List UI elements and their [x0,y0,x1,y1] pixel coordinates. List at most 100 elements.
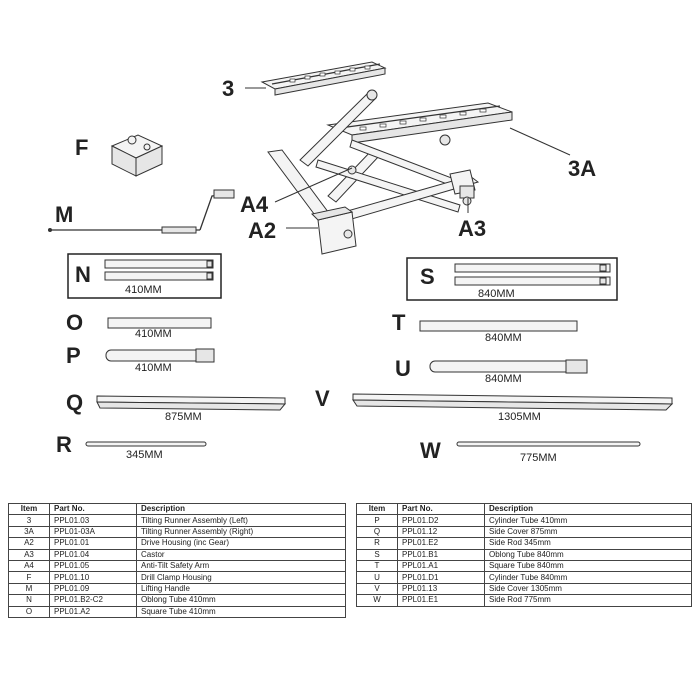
table-header-row: Item Part No. Description [8,502,346,516]
lift-assembly [260,61,513,255]
cell-description: Tilting Runner Assembly (Left) [136,514,346,527]
cell-item: 3A [8,525,50,539]
cell-description: Tilting Runner Assembly (Right) [136,525,346,539]
square-tube-410 [107,317,212,329]
dim-r: 345MM [126,449,163,461]
cell-item: R [356,537,398,550]
cell-part-no: PPL01.D2 [397,514,485,527]
lifting-handle [48,189,235,234]
cell-description: Oblong Tube 840mm [484,548,692,561]
cell-item: A4 [8,559,50,573]
dim-q: 875MM [165,411,202,423]
cell-item: T [356,559,398,573]
leader-lines [245,87,571,229]
label-t: T [392,310,406,335]
header-description: Description [136,502,346,516]
cell-part-no: PPL01.D1 [397,571,485,584]
header-part-no: Part No. [397,502,485,516]
cell-part-no: PPL01.01 [49,537,137,550]
cell-part-no: PPL01.09 [49,582,137,596]
cell-description: Drill Clamp Housing [136,571,346,584]
side-rod-345 [85,441,207,447]
cell-part-no: PPL01.10 [49,571,137,584]
cell-item: Q [356,525,398,539]
cell-item: A2 [8,537,50,550]
box-n [67,253,222,299]
cell-description: Side Rod 345mm [484,537,692,550]
drive-housing [310,206,357,255]
square-tube-840 [419,320,578,332]
label-r: R [56,432,72,457]
side-cover-1305 [352,393,674,411]
cell-description: Square Tube 410mm [136,605,346,618]
dim-n: 410MM [125,284,162,296]
cell-part-no: PPL01.05 [49,559,137,573]
label-a2: A2 [248,218,276,243]
header-description: Description [484,502,692,516]
castor [459,185,475,206]
cylinder-tube-410 [105,348,215,363]
oblong-tube-840 [454,263,611,286]
oblong-tube-410 [104,259,214,281]
cell-part-no: PPL01.A1 [397,559,485,573]
cell-item: P [356,514,398,527]
label-s: S [420,264,435,289]
cell-part-no: PPL01-03A [49,525,137,539]
cell-item: A3 [8,548,50,561]
label-w: W [420,438,441,463]
label-3: 3 [222,76,234,101]
cell-part-no: PPL01.E2 [397,537,485,550]
header-part-no: Part No. [49,502,137,516]
label-f: F [75,135,88,160]
label-m: M [55,202,73,227]
cell-description: Castor [136,548,346,561]
cell-item: W [356,594,398,607]
cell-description: Cylinder Tube 410mm [484,514,692,527]
label-q: Q [66,390,83,415]
label-v: V [315,386,330,411]
label-p: P [66,343,81,368]
cell-description: Anti-Tilt Safety Arm [136,559,346,573]
cell-part-no: PPL01.B2-C2 [49,594,137,607]
dim-p: 410MM [135,362,172,374]
label-a3: A3 [458,216,486,241]
cell-part-no: PPL01.A2 [49,605,137,618]
label-3a: 3A [568,156,596,181]
side-rod-775 [456,441,641,447]
cell-item: V [356,582,398,596]
cell-description: Cylinder Tube 840mm [484,571,692,584]
drill-clamp-housing [110,134,164,177]
dim-v: 1305MM [498,411,541,423]
cell-part-no: PPL01.13 [397,582,485,596]
cell-part-no: PPL01.E1 [397,594,485,607]
cell-item: S [356,548,398,561]
cell-part-no: PPL01.12 [397,525,485,539]
dim-s: 840MM [478,288,515,300]
cell-description: Side Cover 1305mm [484,582,692,596]
cell-description: Drive Housing (inc Gear) [136,537,346,550]
scissor-arms [299,89,471,213]
side-cover-875 [96,395,287,411]
cylinder-tube-840 [429,359,588,374]
header-item: Item [8,502,50,516]
table-header-row: Item Part No. Description [356,502,692,516]
cell-item: N [8,594,50,607]
label-o: O [66,310,83,335]
header-item: Item [356,502,398,516]
cell-description: Lifting Handle [136,582,346,596]
label-n: N [75,262,91,287]
